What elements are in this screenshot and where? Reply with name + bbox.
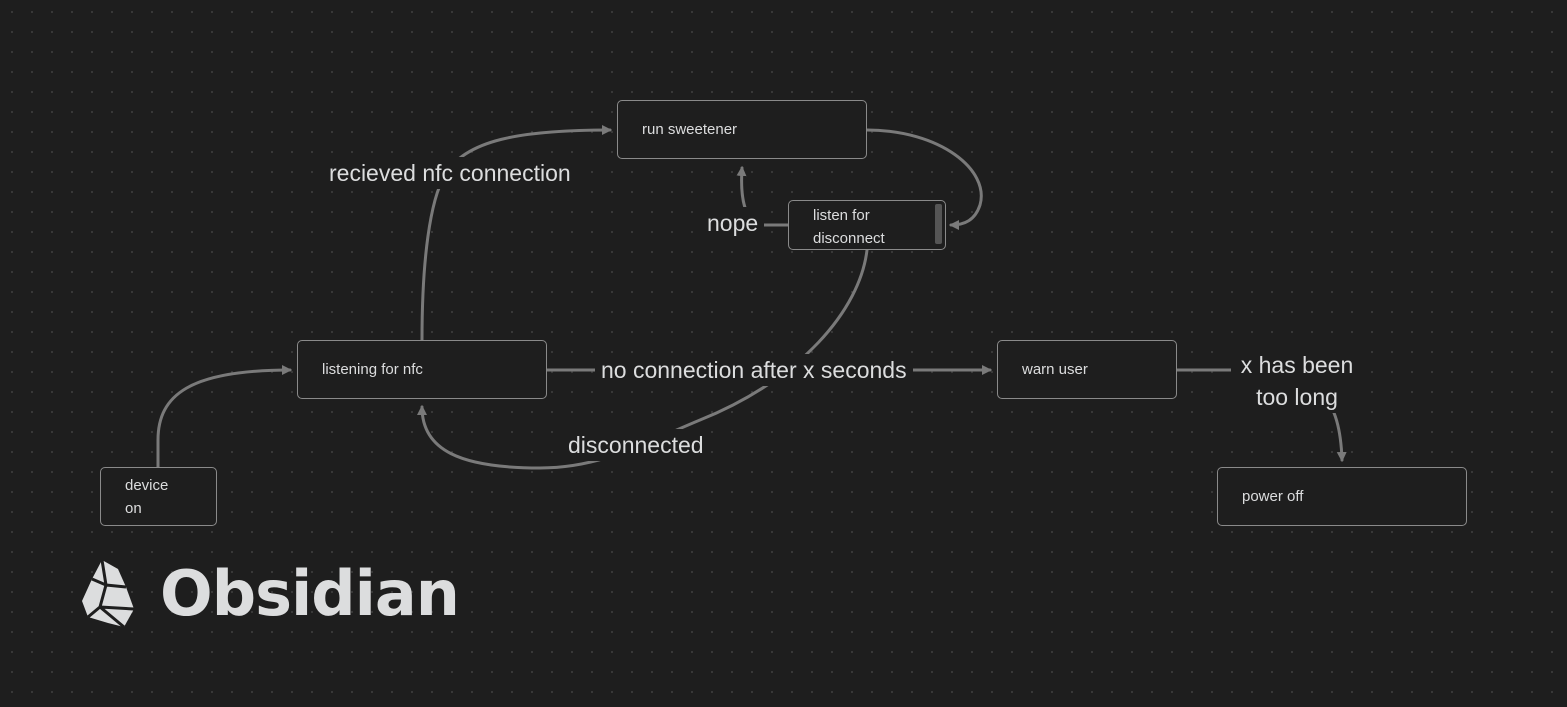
obsidian-logo: Obsidian [80,555,460,631]
node-listen-for-disconnect[interactable]: listen for disconnect [788,200,946,250]
edge-label-received-nfc: recieved nfc connection [323,157,577,189]
obsidian-gem-icon [82,559,135,629]
edge-label-nope: nope [701,207,765,239]
node-scrollbar[interactable] [935,204,942,244]
logo-wordmark: Obsidian [160,556,460,630]
node-power-off[interactable]: power off [1217,467,1467,526]
node-listening-for-nfc[interactable]: listening for nfc [297,340,547,399]
node-warn-user[interactable]: warn user [997,340,1177,399]
node-device-on[interactable]: device on [100,467,217,526]
node-label: listening for nfc [322,361,423,378]
node-label: listen for disconnect [813,207,885,247]
edge-device-on [156,365,292,469]
edge-label-too-long: x has been too long [1231,349,1363,413]
node-run-sweetener[interactable]: run sweetener [617,100,867,159]
node-label: power off [1242,488,1304,505]
node-label: run sweetener [642,121,738,138]
edge-label-disconnected: disconnected [562,429,710,461]
edge-label-no-connection: no connection after x seconds [595,354,913,386]
node-label: device on [125,476,169,517]
node-label: warn user [1022,361,1088,378]
